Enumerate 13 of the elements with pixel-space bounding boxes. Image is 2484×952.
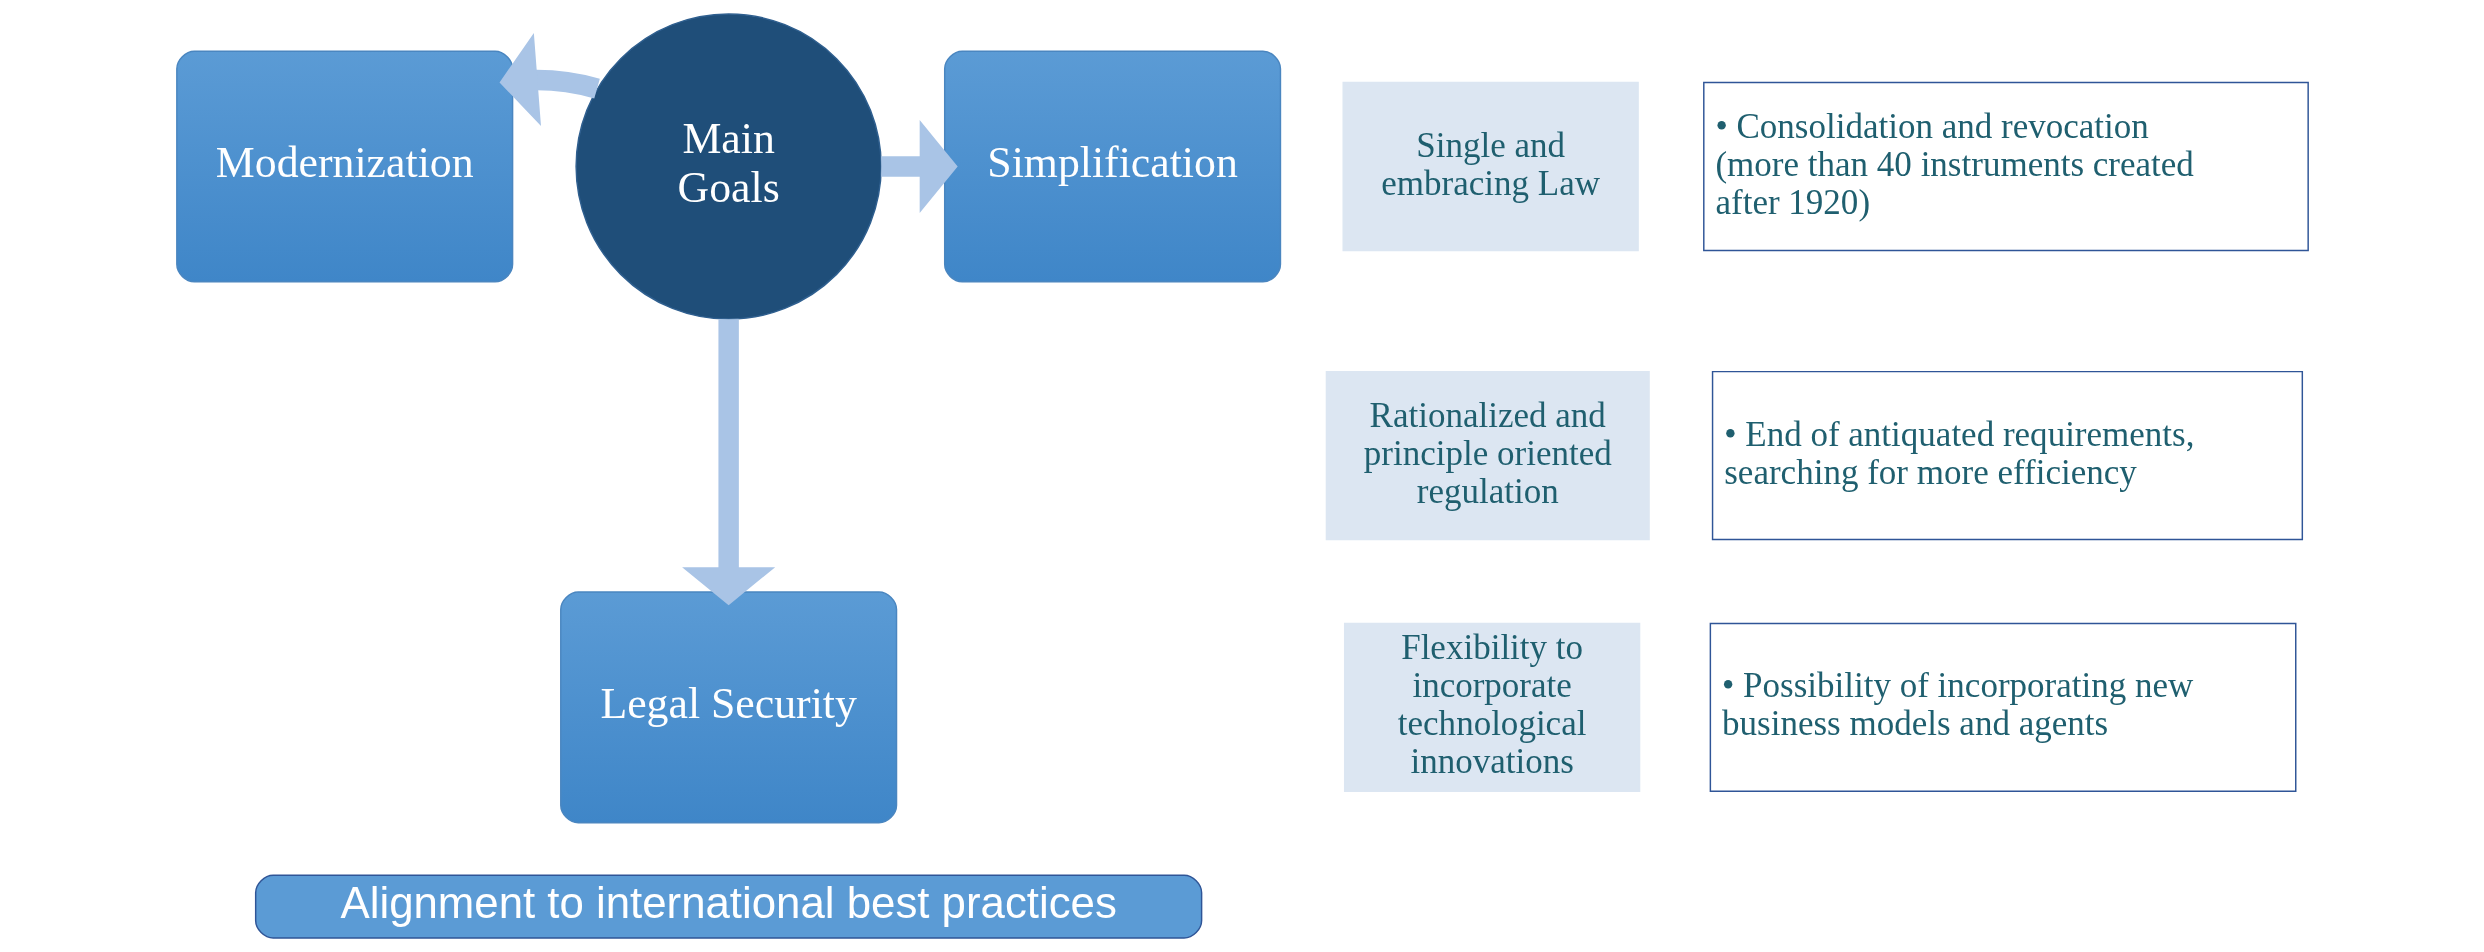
- node-box: Modernization: [175, 50, 513, 283]
- node-box: Legal Security: [559, 591, 897, 824]
- node-box: Single and embracing Law: [1342, 81, 1639, 252]
- node-box: Rationalized and principle oriented regulation: [1325, 370, 1650, 541]
- node-box: Simplification: [943, 50, 1281, 283]
- arrow: [880, 119, 958, 214]
- node-circle: Main Goals: [574, 13, 882, 320]
- node-box: • End of antiquated requirements, searching for more efficiency: [1711, 370, 2303, 541]
- node-box: Flexibility to incorporate technological innovations: [1343, 622, 1640, 793]
- node-box: • Consolidation and revocation (more than 40 instruments created after 1920): [1702, 81, 2309, 252]
- node-box: Alignment to international best practices: [254, 874, 1202, 939]
- arrow: [681, 319, 775, 606]
- node-box: • Possibility of incorporating new business models and agents: [1709, 622, 2296, 793]
